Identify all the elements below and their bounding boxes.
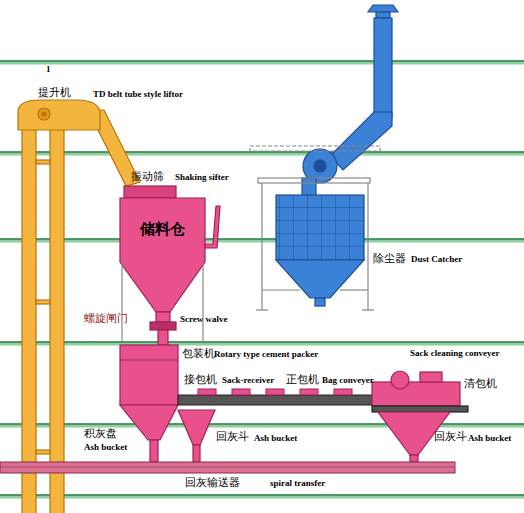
part-name-cn: 除尘器 <box>373 253 406 266</box>
part-name-en: Sack cleaning conveyer <box>410 348 500 358</box>
part-name-en: Screw walve <box>180 314 228 324</box>
part-name-cn: 提升机 <box>38 87 71 100</box>
part-name-cn: 正包机 <box>286 374 319 387</box>
spiral-transfer <box>0 462 455 473</box>
part-name: 储料仓 <box>140 220 185 239</box>
part-name-en: spiral transfer <box>270 478 325 488</box>
part-name-en: Ash bucket <box>254 433 297 443</box>
part-name-en: Shaking sifter <box>175 172 229 182</box>
part-name-cn: 振动筛 <box>131 171 164 184</box>
part-name-en: Ash bucket <box>84 442 127 452</box>
part-name-en: Bag conveyer <box>322 375 374 385</box>
part-name-cn: 回灰斗 <box>434 431 467 444</box>
bag-conveyor <box>178 389 378 405</box>
part-name-cn: 回灰输送器 <box>185 477 240 490</box>
part-name-cn: 积灰盘 <box>84 428 117 441</box>
dust-catcher-frame <box>250 146 380 310</box>
sack-cleaning-machine <box>372 371 468 462</box>
part-name-cn: 接包机 <box>184 374 217 387</box>
part-name-cn: 包装机 <box>182 348 215 361</box>
bin-stand <box>122 262 203 341</box>
part-name-en: Sack-receiver <box>222 375 274 385</box>
part-name-en: Rotary type cement packer <box>214 349 318 359</box>
part-name-en: 1 <box>46 64 51 74</box>
floor-lines <box>0 61 524 497</box>
part-name-cn: 螺旋闸门 <box>84 313 128 326</box>
bin-label-box: 储料仓 <box>120 200 205 258</box>
bucket-elevator <box>18 100 140 513</box>
part-name-en: Ash bucket <box>468 433 511 443</box>
part-name-cn: 清包机 <box>464 378 497 391</box>
part-name-en: TD belt tube style liftor <box>93 89 183 99</box>
part-name-en: Dust Catcher <box>411 254 462 264</box>
part-name-cn: 回灰斗 <box>216 431 249 444</box>
